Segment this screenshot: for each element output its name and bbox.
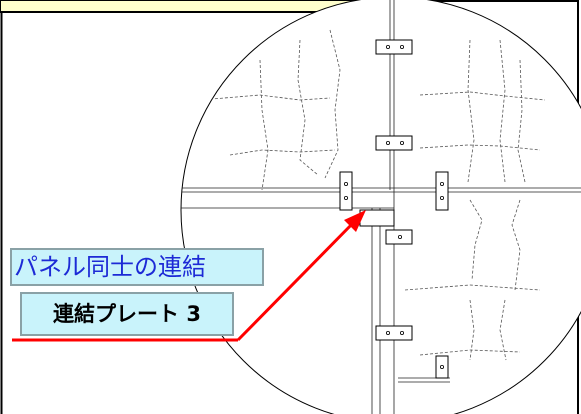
zoom-circle xyxy=(180,0,581,414)
dashed-panel-lines xyxy=(199,29,546,361)
plate-2 xyxy=(375,135,413,151)
plate-4 xyxy=(435,171,449,211)
panel-seams xyxy=(181,0,581,414)
plate-1 xyxy=(375,39,413,55)
plate-3 xyxy=(339,171,353,211)
callout-plate-label: 連結プレート 3 xyxy=(20,292,234,336)
pointer-arrow xyxy=(12,210,366,342)
callout-heading: パネル同士の連結 xyxy=(10,248,264,286)
arrowhead xyxy=(344,210,366,232)
plate-7 xyxy=(375,325,413,341)
bolt-holes xyxy=(343,45,444,369)
plate-5 xyxy=(359,209,395,227)
